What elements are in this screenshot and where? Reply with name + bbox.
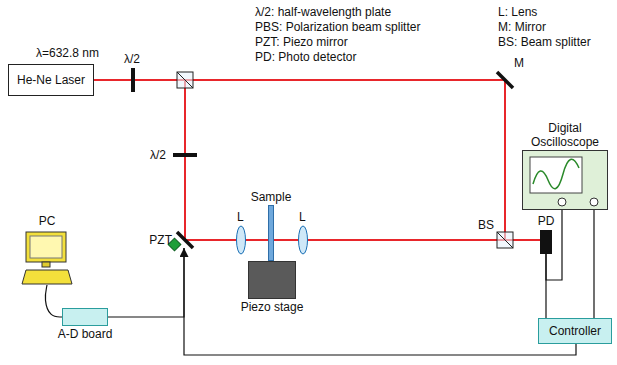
node-label: A-D board <box>58 327 113 341</box>
pbs-diagonal <box>177 72 193 88</box>
legend-text: L: Lens <box>498 5 537 19</box>
beam-splitter <box>497 232 513 248</box>
node-label: Piezo stage <box>241 300 304 314</box>
controller-box: Controller <box>538 318 612 344</box>
part-label: M <box>514 56 524 70</box>
pc-screen <box>30 236 62 258</box>
signal-wire <box>184 248 576 355</box>
wavelength-label: λ=632.8 nm <box>36 46 99 60</box>
legend-text: M: Mirror <box>498 20 546 34</box>
half-wave-plate <box>173 153 197 157</box>
node-label: Controller <box>549 324 601 338</box>
legend-text: BS: Beam splitter <box>498 35 591 49</box>
node-label: He-Ne Laser <box>17 73 85 87</box>
input-jack <box>590 198 598 206</box>
lens <box>299 226 308 254</box>
pc-keyboard <box>22 270 72 284</box>
signal-wire <box>545 254 546 318</box>
signal-wire <box>108 248 184 317</box>
part-label: L <box>299 210 306 224</box>
legend-text: PBS: Polarization beam splitter <box>255 20 420 34</box>
part-label: BS <box>478 218 494 232</box>
part-label: λ/2 <box>124 52 140 66</box>
oscilloscope-body <box>522 150 608 210</box>
oscilloscope: Digital Oscilloscope <box>522 150 608 210</box>
polarization-beam-splitter <box>177 72 193 88</box>
signal-wire <box>45 285 62 317</box>
ad-board: A-D board <box>62 308 108 326</box>
mirror <box>497 72 513 88</box>
node-label: PD <box>538 214 555 228</box>
piezo-mirror: PZT <box>176 232 192 248</box>
part-label: L <box>237 210 244 224</box>
node-label: Sample <box>251 190 292 204</box>
piezo-mirror <box>177 232 193 248</box>
lens <box>237 226 246 254</box>
waveform <box>533 159 579 188</box>
pc-stand <box>42 262 50 267</box>
bs-diagonal <box>497 232 513 248</box>
half-wave-plate <box>131 68 135 92</box>
input-jack <box>558 198 566 206</box>
legend-text: PZT: Piezo mirror <box>255 35 348 49</box>
pc-monitor <box>26 232 66 262</box>
node-label: Digital Oscilloscope <box>525 121 605 149</box>
signal-wire <box>593 210 594 318</box>
sample-plate: Sample <box>268 205 274 261</box>
piezo-stage: Piezo stage <box>248 261 296 299</box>
node-label: PZT <box>149 233 172 247</box>
legend-text: PD: Photo detector <box>255 50 356 64</box>
laser-box: He-Ne Laser <box>8 64 94 96</box>
node-label: PC <box>39 214 56 228</box>
oscilloscope-screen <box>530 157 582 193</box>
laser-beam <box>94 80 540 240</box>
photo-detector: PD <box>540 230 552 254</box>
pc-computer: PC <box>22 230 72 285</box>
part-label: λ/2 <box>150 148 166 162</box>
legend-text: λ/2: half-wavelength plate <box>255 5 391 19</box>
